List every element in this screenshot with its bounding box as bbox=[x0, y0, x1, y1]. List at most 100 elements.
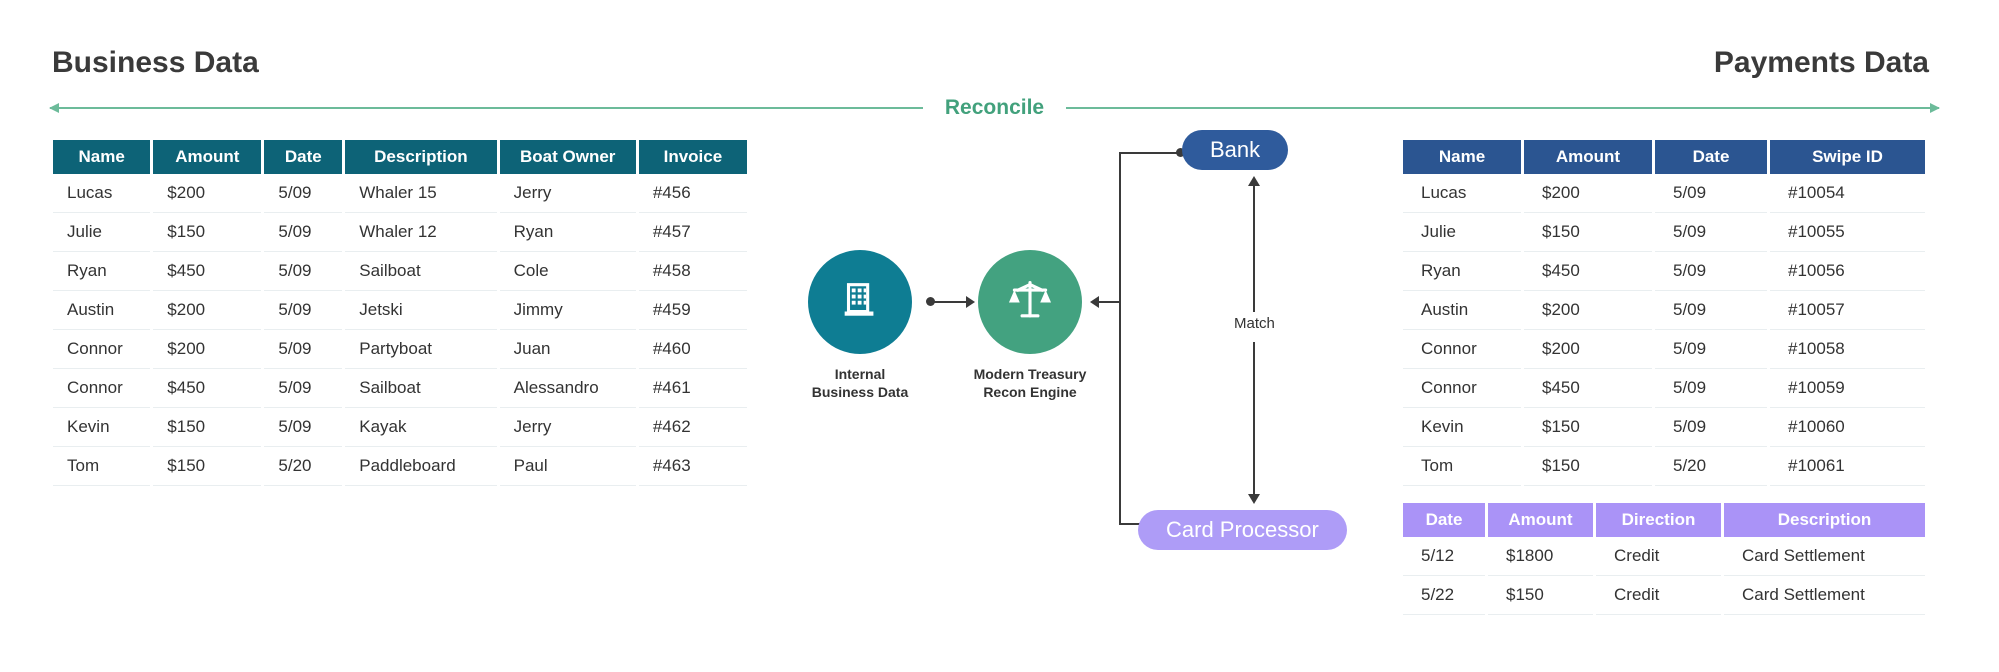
card-processor-node[interactable]: Card Processor bbox=[1138, 510, 1347, 550]
cell-date: 5/09 bbox=[1655, 330, 1767, 369]
column-header-amount[interactable]: Amount bbox=[1488, 503, 1593, 537]
flow-dot-internal bbox=[926, 297, 935, 306]
column-header-date[interactable]: Date bbox=[264, 140, 343, 174]
cell-description: Jetski bbox=[345, 291, 497, 330]
cell-date: 5/09 bbox=[1655, 213, 1767, 252]
reconciliation-flow-diagram: Internal Business Data Modern Treasury R… bbox=[780, 130, 1380, 560]
column-header-description[interactable]: Description bbox=[345, 140, 497, 174]
cell-amount: $200 bbox=[1524, 291, 1652, 330]
cell-name: Ryan bbox=[53, 252, 151, 291]
column-header-date[interactable]: Date bbox=[1655, 140, 1767, 174]
cell-boat-owner: Jimmy bbox=[499, 291, 636, 330]
cell-name: Connor bbox=[1403, 369, 1521, 408]
reconcile-arrow-right-icon bbox=[1066, 103, 1940, 113]
cell-direction: Credit bbox=[1596, 576, 1721, 615]
cell-amount: $200 bbox=[1524, 174, 1652, 213]
cell-description: Whaler 15 bbox=[345, 174, 497, 213]
cell-name: Austin bbox=[53, 291, 151, 330]
cell-invoice: #458 bbox=[638, 252, 747, 291]
match-arrowhead-up bbox=[1248, 176, 1260, 186]
cell-amount: $150 bbox=[153, 447, 262, 486]
flow-bus-vertical bbox=[1119, 152, 1121, 525]
cell-name: Ryan bbox=[1403, 252, 1521, 291]
cell-boat-owner: Ryan bbox=[499, 213, 636, 252]
cell-date: 5/22 bbox=[1403, 576, 1485, 615]
cell-invoice: #462 bbox=[638, 408, 747, 447]
cell-name: Julie bbox=[53, 213, 151, 252]
cell-boat-owner: Jerry bbox=[499, 408, 636, 447]
cell-date: 5/09 bbox=[1655, 291, 1767, 330]
internal-business-data-node[interactable] bbox=[808, 250, 912, 354]
cell-date: 5/09 bbox=[264, 408, 343, 447]
bank-node[interactable]: Bank bbox=[1182, 130, 1289, 170]
cell-description: Card Settlement bbox=[1724, 537, 1925, 576]
cell-boat-owner: Alessandro bbox=[499, 369, 636, 408]
cell-date: 5/09 bbox=[1655, 174, 1767, 213]
column-header-description[interactable]: Description bbox=[1724, 503, 1925, 537]
cell-date: 5/09 bbox=[1655, 369, 1767, 408]
cell-description: Paddleboard bbox=[345, 447, 497, 486]
cell-swipe-id: #10058 bbox=[1770, 330, 1925, 369]
cell-name: Tom bbox=[53, 447, 151, 486]
cell-invoice: #456 bbox=[638, 174, 747, 213]
cell-swipe-id: #10055 bbox=[1770, 213, 1925, 252]
column-header-invoice[interactable]: Invoice bbox=[638, 140, 747, 174]
cell-amount: $150 bbox=[153, 213, 262, 252]
engine-label-line-1: Modern Treasury bbox=[973, 366, 1087, 382]
cell-boat-owner: Juan bbox=[499, 330, 636, 369]
cell-boat-owner: Cole bbox=[499, 252, 636, 291]
column-header-name[interactable]: Name bbox=[1403, 140, 1521, 174]
column-header-amount[interactable]: Amount bbox=[153, 140, 262, 174]
cell-swipe-id: #10054 bbox=[1770, 174, 1925, 213]
table-header-row: Name Amount Date Description Boat Owner … bbox=[53, 140, 747, 174]
cell-swipe-id: #10059 bbox=[1770, 369, 1925, 408]
cell-amount: $200 bbox=[153, 174, 262, 213]
flow-line-bus-to-engine bbox=[1098, 301, 1120, 303]
payments-data-title: Payments Data bbox=[1713, 46, 1929, 79]
engine-label-line-2: Recon Engine bbox=[983, 384, 1077, 401]
business-data-table: Name Amount Date Description Boat Owner … bbox=[50, 140, 750, 486]
reconcile-label: Reconcile bbox=[944, 96, 1045, 119]
match-label: Match bbox=[1228, 312, 1281, 335]
column-header-amount[interactable]: Amount bbox=[1524, 140, 1652, 174]
flow-arrowhead-to-engine bbox=[966, 296, 975, 308]
cell-boat-owner: Paul bbox=[499, 447, 636, 486]
table-header-row: Date Amount Direction Description bbox=[1403, 503, 1925, 537]
cell-amount: $150 bbox=[1524, 213, 1652, 252]
cell-name: Tom bbox=[1403, 447, 1521, 486]
column-header-date[interactable]: Date bbox=[1403, 503, 1485, 537]
cell-date: 5/09 bbox=[264, 291, 343, 330]
cell-description: Sailboat bbox=[345, 252, 497, 291]
recon-engine-node[interactable] bbox=[978, 250, 1082, 354]
column-header-swipe-id[interactable]: Swipe ID bbox=[1770, 140, 1925, 174]
cell-description: Sailboat bbox=[345, 369, 497, 408]
column-header-name[interactable]: Name bbox=[53, 140, 151, 174]
column-header-boat-owner[interactable]: Boat Owner bbox=[499, 140, 636, 174]
building-icon bbox=[837, 277, 883, 328]
cell-swipe-id: #10061 bbox=[1770, 447, 1925, 486]
column-header-direction[interactable]: Direction bbox=[1596, 503, 1721, 537]
cell-name: Connor bbox=[1403, 330, 1521, 369]
cell-amount: $450 bbox=[153, 252, 262, 291]
reconcile-band: Reconcile bbox=[49, 96, 1940, 120]
cell-invoice: #463 bbox=[638, 447, 747, 486]
